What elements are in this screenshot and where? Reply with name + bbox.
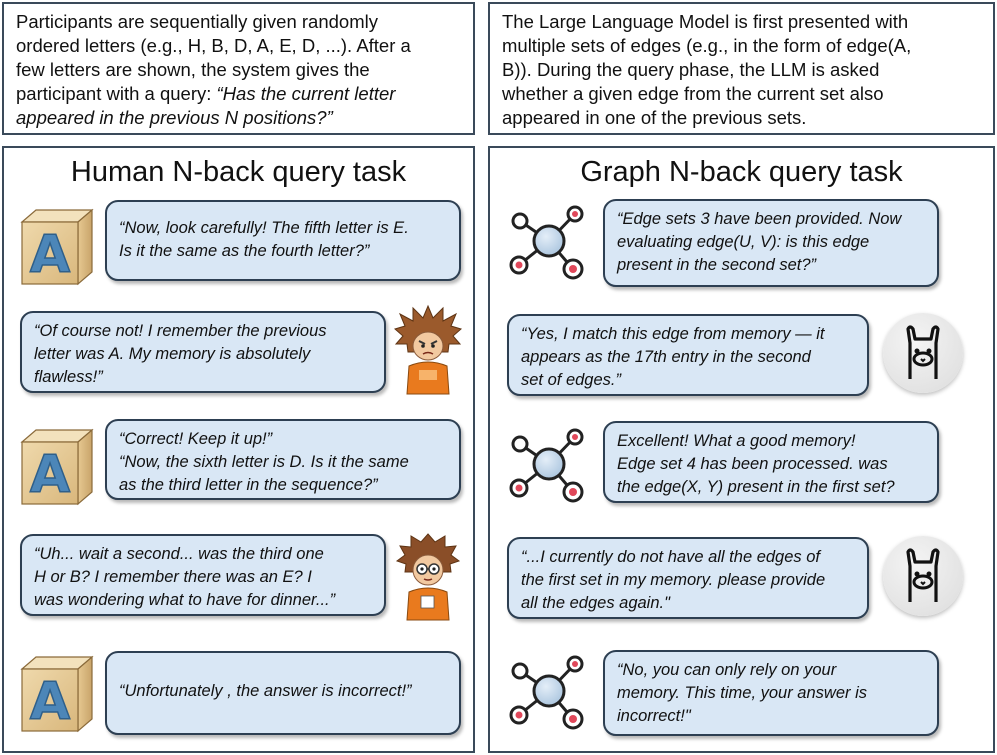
human-bubble-2: “Of course not! I remember the previous … <box>20 311 386 393</box>
graph-bubble-5: “No, you can only rely on your memory. T… <box>603 650 939 736</box>
desc-line: few letters are shown, the system gives … <box>16 59 370 80</box>
bubble-line: Is it the same as the fourth letter?” <box>119 242 370 260</box>
network-graph-icon <box>505 197 593 290</box>
desc-line: The Large Language Model is first presen… <box>502 11 909 32</box>
bubble-line: present in the second set?” <box>617 256 817 274</box>
desc-line: B)). During the query phase, the LLM is … <box>502 59 880 80</box>
graph-bubble-1: “Edge sets 3 have been provided. Now eva… <box>603 199 939 287</box>
human-description-text: Participants are sequentially given rand… <box>16 10 463 130</box>
graph-bubble-2: “Yes, I match this edge from memory — it… <box>507 314 869 396</box>
llm-description-box: The Large Language Model is first presen… <box>488 2 995 135</box>
bubble-line: all the edges again." <box>521 594 670 612</box>
cartoon-person-icon <box>393 304 463 401</box>
bubble-line: “Of course not! I remember the previous <box>34 322 327 340</box>
bubble-line: Edge set 4 has been processed. was <box>617 455 888 473</box>
cartoon-person-icon <box>393 530 463 627</box>
human-bubble-3: “Correct! Keep it up!” “Now, the sixth l… <box>105 419 461 500</box>
desc-line: Participants are sequentially given rand… <box>16 11 378 32</box>
bubble-line: incorrect!" <box>617 707 691 725</box>
desc-line: ordered letters (e.g., H, B, D, A, E, D,… <box>16 35 411 56</box>
llm-description-text: The Large Language Model is first presen… <box>502 10 983 130</box>
human-bubble-4: “Uh... wait a second... was the third on… <box>20 534 386 616</box>
bubble-line: Excellent! What a good memory! <box>617 432 856 450</box>
human-bubble-5: “Unfortunately , the answer is incorrect… <box>105 651 461 735</box>
desc-line: multiple sets of edges (e.g., in the for… <box>502 35 912 56</box>
svg-text:A: A <box>30 445 70 505</box>
bubble-line: flawless!” <box>34 368 103 386</box>
query-text: appeared in the previous N positions?” <box>16 107 333 128</box>
bubble-line: “Correct! Keep it up!” <box>119 430 273 448</box>
desc-line: whether a given edge from the current se… <box>502 83 884 104</box>
letter-block-icon: A <box>18 655 96 740</box>
svg-text:A: A <box>30 672 70 732</box>
bubble-line: “Yes, I match this edge from memory — it <box>521 325 825 343</box>
graph-bubble-4: “...I currently do not have all the edge… <box>507 537 869 619</box>
bubble-line: letter was A. My memory is absolutely <box>34 345 311 363</box>
network-graph-icon <box>505 420 593 513</box>
bubble-line: evaluating edge(U, V): is this edge <box>617 233 870 251</box>
bubble-line: appears as the 17th entry in the second <box>521 348 811 366</box>
desc-line: participant with a query: <box>16 83 217 104</box>
human-panel-title: Human N-back query task <box>70 156 407 188</box>
query-text: “Has the current letter <box>216 83 396 104</box>
bubble-line: “Edge sets 3 have been provided. Now <box>617 210 902 228</box>
human-description-box: Participants are sequentially given rand… <box>2 2 475 135</box>
bubble-line: was wondering what to have for dinner...… <box>34 591 336 609</box>
bubble-line: set of edges.” <box>521 371 621 389</box>
bubble-line: “No, you can only rely on your <box>617 661 837 679</box>
human-bubble-1: “Now, look carefully! The fifth letter i… <box>105 200 461 281</box>
letter-block-icon: A <box>18 208 96 293</box>
bubble-line: H or B? I remember there was an E? I <box>34 568 312 586</box>
bubble-line: “Now, look carefully! The fifth letter i… <box>119 219 409 237</box>
desc-line: appeared in one of the previous sets. <box>502 107 807 128</box>
network-graph-icon <box>505 647 593 740</box>
bubble-line: as the third letter in the sequence?” <box>119 476 378 494</box>
llama-icon <box>883 313 963 393</box>
graph-panel-title: Graph N-back query task <box>580 156 903 188</box>
bubble-line: “Now, the sixth letter is D. Is it the s… <box>119 453 409 471</box>
bubble-line: the edge(X, Y) present in the first set? <box>617 478 895 496</box>
graph-bubble-3: Excellent! What a good memory! Edge set … <box>603 421 939 503</box>
bubble-line: “...I currently do not have all the edge… <box>521 548 821 566</box>
bubble-line: “Uh... wait a second... was the third on… <box>34 545 324 563</box>
svg-text:A: A <box>30 225 70 285</box>
bubble-line: “Unfortunately , the answer is incorrect… <box>119 682 412 700</box>
llama-icon <box>883 536 963 616</box>
bubble-line: memory. This time, your answer is <box>617 684 867 702</box>
bubble-line: the first set in my memory. please provi… <box>521 571 826 589</box>
letter-block-icon: A <box>18 428 96 513</box>
